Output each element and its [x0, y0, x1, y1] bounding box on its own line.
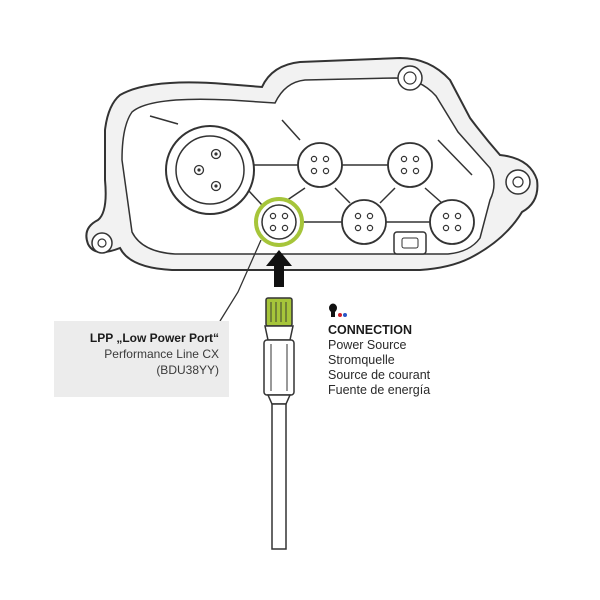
- callout-title: LPP „Low Power Port“: [89, 331, 219, 345]
- cable-plug: [263, 297, 295, 405]
- legend-heading: CONNECTION: [328, 323, 413, 337]
- connection-legend: CONNECTION Power Source Stromquelle Sour…: [328, 323, 528, 398]
- port-top-right: [387, 142, 433, 188]
- callout-box: LPP „Low Power Port“ Performance Line CX…: [54, 321, 229, 397]
- red-dot-icon: [338, 313, 342, 317]
- cable: [271, 403, 287, 550]
- plug-connection-icon: [329, 303, 347, 317]
- port-bottom-right: [429, 199, 475, 245]
- port-bottom-middle: [341, 199, 387, 245]
- legend-line-en: Power Source: [328, 338, 407, 352]
- legend-line-es: Fuente de energía: [328, 383, 431, 397]
- callout-line-1: Performance Line CX: [104, 347, 219, 361]
- low-power-port-highlighted: [254, 197, 304, 247]
- callout-line-2: (BDU38YY): [156, 363, 219, 377]
- port-top-middle: [297, 142, 343, 188]
- main-power-socket: [165, 125, 255, 215]
- blue-dot-icon: [343, 313, 347, 317]
- legend-line-fr: Source de courant: [328, 368, 431, 382]
- insertion-arrow-icon: [266, 250, 292, 287]
- callout-leader-line: [219, 239, 262, 322]
- legend-line-de: Stromquelle: [328, 353, 395, 367]
